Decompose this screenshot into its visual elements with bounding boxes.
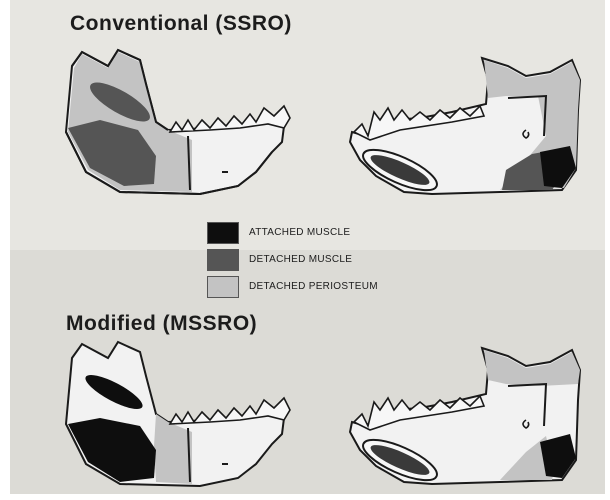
- attached-muscle-region: [540, 434, 576, 478]
- title-conventional: Conventional (SSRO): [70, 12, 292, 36]
- legend-label-attached-muscle: ATTACHED MUSCLE: [249, 227, 350, 238]
- modified-lateral-mandible: [60, 336, 310, 496]
- attached-muscle-region: [540, 146, 576, 188]
- modified-medial-mandible: [340, 340, 590, 495]
- legend-swatch-detached-muscle: [207, 249, 239, 271]
- legend-label-detached-muscle: DETACHED MUSCLE: [249, 254, 352, 265]
- legend-label-detached-periosteum: DETACHED PERIOSTEUM: [249, 281, 378, 292]
- legend-swatch-attached-muscle: [207, 222, 239, 244]
- title-modified: Modified (MSSRO): [66, 312, 257, 336]
- conventional-medial-mandible: [340, 50, 590, 205]
- conventional-lateral-mandible: [60, 44, 310, 204]
- legend-swatch-detached-periosteum: [207, 276, 239, 298]
